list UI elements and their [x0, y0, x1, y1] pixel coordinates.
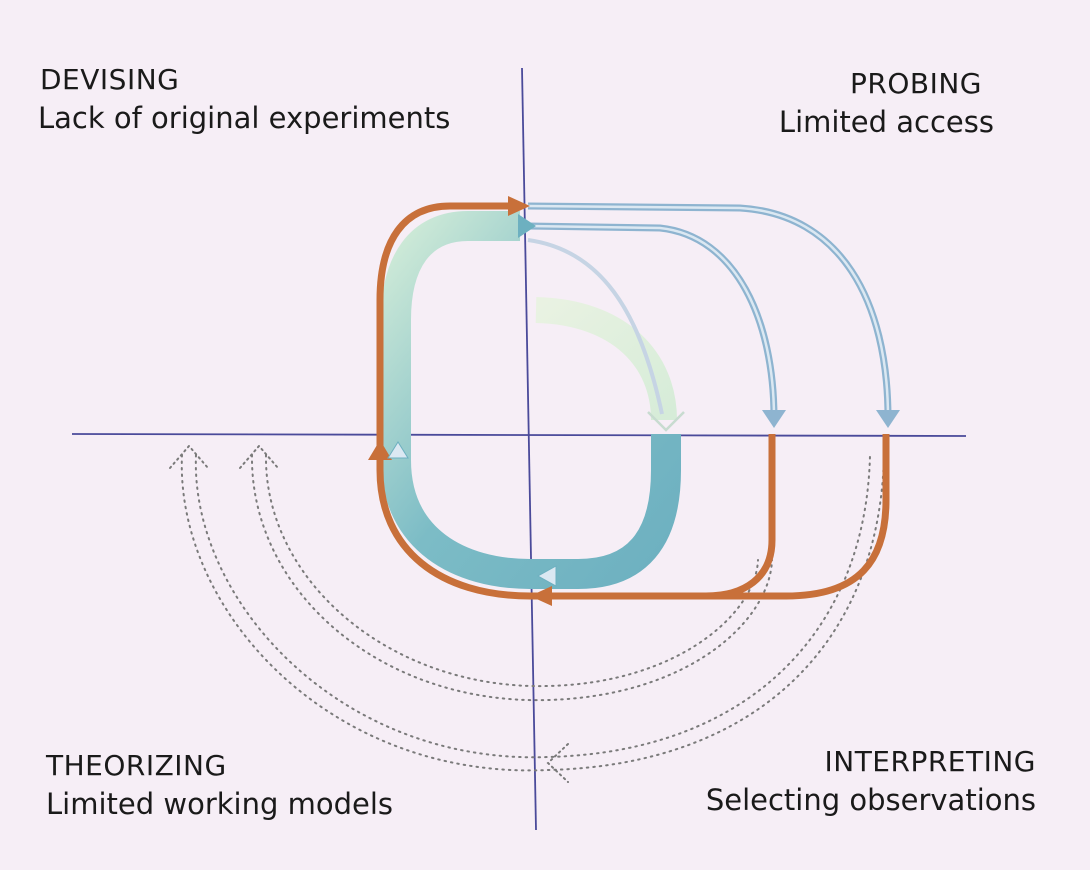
teal-arrowhead-bottom-icon — [536, 565, 557, 587]
blue-arc-outer-inner — [527, 204, 890, 419]
dotted-arrowhead-inner-icon — [239, 444, 279, 469]
quadrant-theorizing: THEORIZING Limited working models — [46, 748, 393, 824]
probing-title: PROBING — [850, 67, 982, 100]
theorizing-subtitle: Limited working models — [46, 787, 394, 821]
vertical-axis — [521, 67, 537, 831]
blue-arc-inner-inner — [527, 224, 776, 419]
teal-loop — [381, 211, 681, 589]
dotted-arrowhead-outer-icon — [169, 444, 209, 469]
quadrant-devising: DEVISING Lack of original experiments — [38, 62, 450, 138]
blue-arc-faint — [527, 238, 664, 415]
horizontal-axis — [71, 433, 967, 437]
blue-arrowhead-outer-icon — [876, 410, 900, 428]
teal-arrowhead-left-icon — [387, 441, 409, 459]
pale-green-arrowhead-icon — [647, 411, 685, 432]
theorizing-title: THEORIZING — [46, 749, 227, 782]
interpreting-subtitle: Selecting observations — [705, 783, 1036, 817]
dotted-arrowheads — [169, 444, 569, 783]
orange-arrowhead-left-icon — [368, 440, 392, 460]
blue-arrowhead-inner-icon — [762, 410, 786, 428]
orange-loop-main — [376, 202, 890, 600]
dotted-loops — [180, 454, 885, 772]
devising-subtitle: Lack of original experiments — [38, 101, 451, 135]
pale-green-arc — [535, 297, 677, 421]
dotted-arrowhead-bottom-icon — [546, 743, 569, 783]
devising-title: DEVISING — [40, 63, 180, 96]
orange-arrowhead-top-icon — [508, 196, 530, 216]
quadrant-interpreting: INTERPRETING Selecting observations — [706, 744, 1036, 820]
dotted-outer-left-2 — [194, 454, 871, 759]
orange-arrowhead-bottom-icon — [530, 586, 552, 606]
interpreting-title: INTERPRETING — [824, 745, 1036, 778]
orange-loop-branch — [705, 434, 776, 600]
dotted-outer-left — [180, 454, 885, 772]
teal-arrowhead-icon — [518, 214, 536, 238]
quadrant-probing: PROBING Limited access — [779, 66, 994, 142]
dotted-inner-2 — [264, 454, 759, 688]
probing-subtitle: Limited access — [778, 105, 994, 139]
